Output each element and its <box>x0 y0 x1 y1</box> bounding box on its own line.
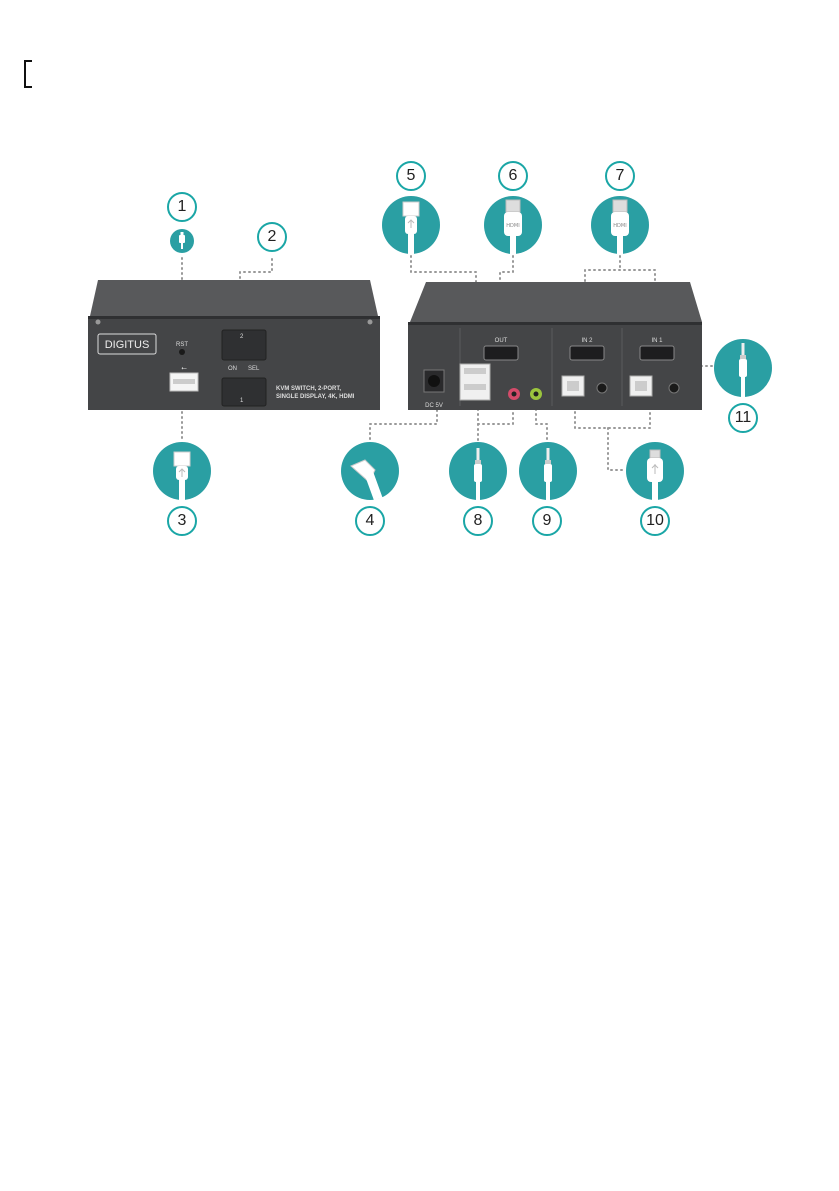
kvm-front-panel: DIGITUS RST ⭠ 2 1 ON SEL KVM SWITCH, 2-P… <box>86 278 382 414</box>
on-label: ON <box>228 366 237 372</box>
dc-label: DC 5V <box>425 403 443 409</box>
model-line-2: SINGLE DISPLAY, 4K, HDMI <box>276 394 355 400</box>
reset-label: RST <box>176 342 188 348</box>
front-usb-symbol: ⭠ <box>181 365 187 372</box>
kvm-rear-panel: DC 5V OUT IN 2 IN 1 <box>404 278 706 414</box>
sel-label: SEL <box>248 366 260 372</box>
brand-logo: DIGITUS <box>105 339 150 351</box>
out-label: OUT <box>495 338 508 344</box>
in2-label: IN 2 <box>581 338 593 344</box>
model-line-1: KVM SWITCH, 2-PORT, <box>276 386 341 392</box>
in1-label: IN 1 <box>651 338 663 344</box>
